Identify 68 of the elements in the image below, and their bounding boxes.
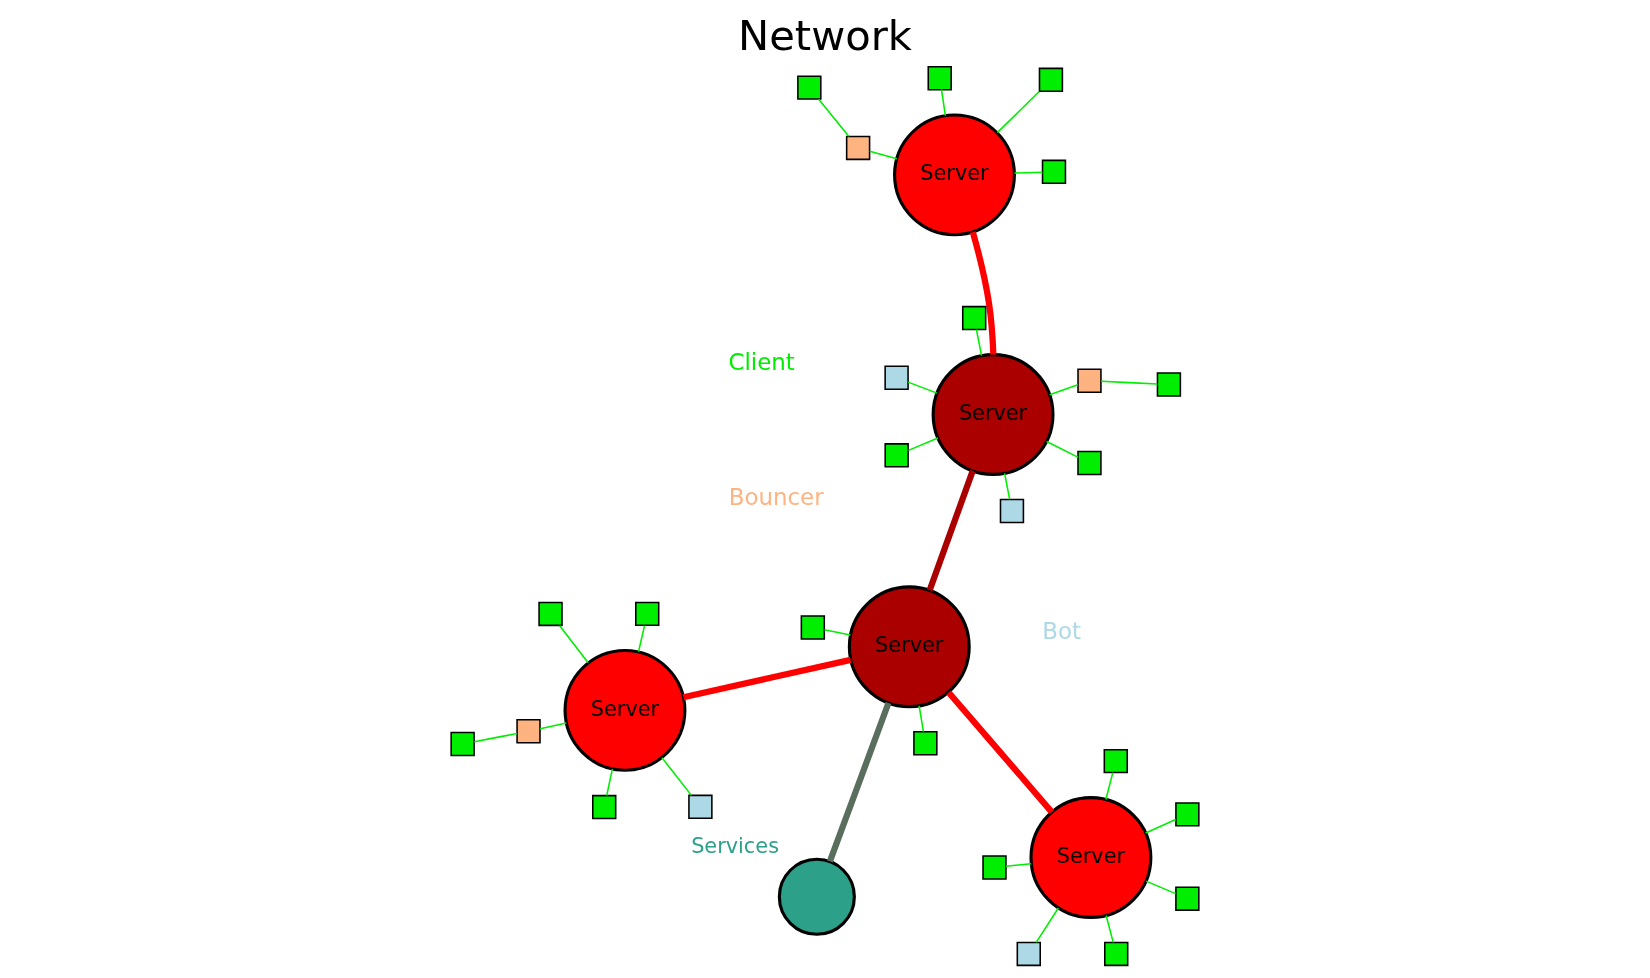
node-circle: Server [893,113,1016,237]
connector [1145,880,1177,895]
connector [539,722,568,730]
node-box [884,443,909,468]
connector [1005,862,1032,868]
connector [940,88,947,117]
node-circle: Server [847,585,971,709]
node-box [1175,802,1200,827]
connector [907,437,939,452]
node-box [961,305,987,331]
connector [926,469,976,592]
connector [682,656,852,701]
connector [1100,380,1159,385]
node-circle: Server [931,353,1055,476]
legend-label: Client [728,349,795,376]
node-box [1041,159,1067,185]
connector [661,756,693,796]
node-box [1156,372,1182,397]
connector [1045,440,1079,458]
connector [1105,771,1114,801]
node-box [913,730,938,756]
connector [637,624,646,653]
node-box [800,615,826,640]
node-box [1016,941,1041,967]
connector [907,381,938,394]
node-box [1077,450,1102,476]
connector [817,98,850,138]
node-box [797,75,822,100]
connector [1013,171,1044,174]
connector [1048,384,1079,396]
legend-label: Bot [1042,617,1081,644]
connector [946,690,1054,814]
node-box [538,601,563,627]
node-box [927,66,952,91]
node-box [516,719,541,744]
node-box [1103,748,1128,774]
node-box [884,365,909,390]
node-box [1175,886,1200,911]
node-label: Services [691,834,779,858]
node-box [1077,368,1102,393]
node-box [592,794,617,820]
connector [868,150,898,160]
node-box [635,601,660,627]
connector [996,90,1040,134]
node-circle: Server [563,648,687,772]
connector [826,701,892,863]
node-box [688,794,713,820]
connector [918,705,925,733]
node-circle: Server [1029,796,1153,919]
node-box [450,731,475,757]
connector [969,231,997,355]
diagram-title: Network [738,11,912,61]
node-box [982,855,1007,880]
connector [823,629,852,636]
connector [473,732,518,743]
node-box [845,135,871,161]
connector [1003,472,1011,501]
node-box [999,498,1025,524]
node-circle [777,857,856,936]
connector [1144,818,1177,834]
node-box [1104,941,1129,967]
connector [605,768,614,797]
connector [1105,914,1114,944]
legend-label: Bouncer [728,483,824,510]
node-box [1038,67,1064,93]
connector [975,328,983,357]
connector [558,624,589,664]
connector [1035,907,1060,944]
